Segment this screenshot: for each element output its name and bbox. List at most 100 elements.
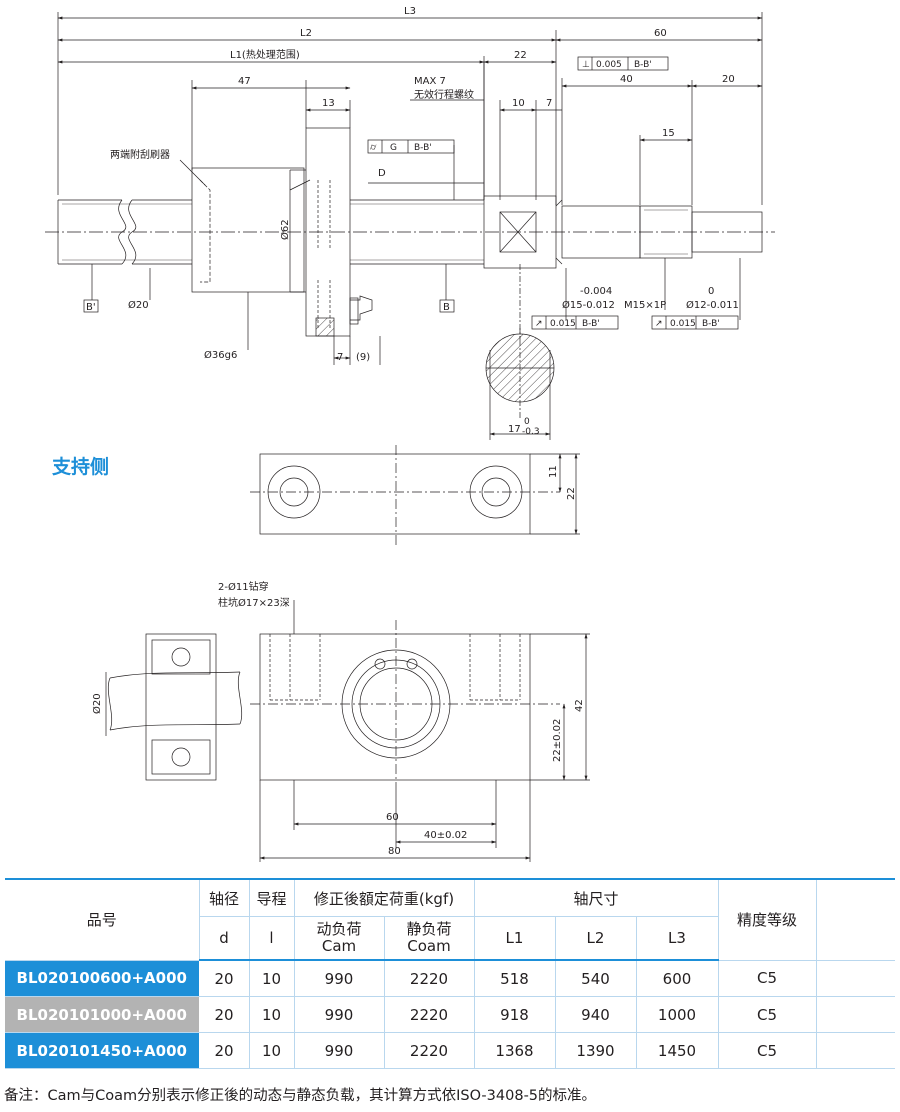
tol-perp-value: 0.005 <box>596 60 622 70</box>
technical-drawing: L3 L2 60 L1(热处理范围) 22 ⊥ 0.005 B-B' 40 20… <box>45 6 775 862</box>
cell-d: 20 <box>199 960 250 997</box>
dim-22-tol: 22±0.02 <box>552 719 563 762</box>
wiper-note: 两端附刮刷器 <box>110 148 170 161</box>
dim-11: 11 <box>548 465 559 478</box>
cell-model: BL020101450+A000 <box>5 1032 200 1069</box>
header-load-group: 修正後額定荷重(kgf) <box>294 878 475 917</box>
cell-model: BL020100600+A000 <box>5 960 200 997</box>
cell-cam: 990 <box>294 996 385 1033</box>
dim-15: 15 <box>662 128 675 139</box>
cell-grade: C5 <box>718 960 817 997</box>
cell-L3: 600 <box>636 960 719 997</box>
dim-47: 47 <box>238 76 251 87</box>
tol-perpendicular-symbol: ⊥ <box>582 60 590 70</box>
dim-60-bottom: 60 <box>386 812 399 823</box>
cell-coam: 2220 <box>384 960 475 997</box>
dim-13: 13 <box>322 98 335 109</box>
cell-cam: 990 <box>294 960 385 997</box>
cell-L3: 1000 <box>636 996 719 1033</box>
runout-symbol-2: ↗ <box>655 319 663 329</box>
dim-phi12: Ø12-0.011 <box>686 299 739 311</box>
hole-note-1: 2-Ø11钻穿 <box>218 580 269 593</box>
dim-phi15: Ø15-0.012 <box>562 299 615 311</box>
cell-L1: 918 <box>474 996 556 1033</box>
dim-10: 10 <box>512 98 525 109</box>
dim-9: (9) <box>356 352 370 363</box>
table-row: BL020101000+A000 20 10 990 2220 918 940 … <box>5 996 895 1033</box>
dim-40: 40 <box>620 74 633 85</box>
header-L3: L3 <box>636 916 719 961</box>
tol-g-ref: B-B' <box>414 143 432 153</box>
dim-l1: L1(热处理范围) <box>230 48 300 61</box>
dim-22-top: 22 <box>566 487 577 500</box>
dim-phi20-shaft: Ø20 <box>128 299 149 311</box>
dim-42: 42 <box>574 699 585 712</box>
header-static-line1: 静负荷 <box>406 920 452 938</box>
key-tol-lower: -0.3 <box>522 427 540 437</box>
dim-l3: L3 <box>404 6 416 17</box>
cell-L3: 1450 <box>636 1032 719 1069</box>
dim-l2: L2 <box>300 28 312 39</box>
dim-tol12-upper: 0 <box>708 286 714 297</box>
hole-note-2: 柱坑Ø17×23深 <box>218 596 290 609</box>
dim-phi20-support: Ø20 <box>91 693 103 714</box>
header-model: 品号 <box>5 878 200 961</box>
dim-40-tol: 40±0.02 <box>424 830 467 841</box>
header-dynamic-line2: Cam <box>321 937 357 955</box>
cell-l: 10 <box>249 1032 295 1069</box>
cell-L2: 540 <box>555 960 637 997</box>
dim-phi62: Ø62 <box>279 219 291 240</box>
cell-l: 10 <box>249 996 295 1033</box>
cell-cam: 990 <box>294 1032 385 1069</box>
cell-L1: 518 <box>474 960 556 997</box>
dim-7-bottom: 7 <box>337 352 343 363</box>
dim-tol15-upper: -0.004 <box>580 286 612 297</box>
runout1-ref: B-B' <box>582 319 600 329</box>
table-row: BL020100600+A000 20 10 990 2220 518 540 … <box>5 960 895 997</box>
header-d: d <box>199 916 250 961</box>
key-width: 17 <box>508 424 521 435</box>
cell-L1: 1368 <box>474 1032 556 1069</box>
cell-L2: 940 <box>555 996 637 1033</box>
dim-60: 60 <box>654 28 667 39</box>
cell-spacer <box>816 1032 895 1069</box>
header-shaft-size: 轴尺寸 <box>474 878 719 917</box>
invalid-thread-label: 无效行程螺纹 <box>414 88 474 101</box>
cell-model: BL020101000+A000 <box>5 996 200 1033</box>
dim-20-top: 20 <box>722 74 735 85</box>
dim-80: 80 <box>388 846 401 857</box>
header-grade: 精度等级 <box>718 878 817 961</box>
runout2-value: 0.015 <box>670 319 696 329</box>
dim-d-mark: D <box>378 168 386 179</box>
dim-phi36: Ø36g6 <box>204 349 237 361</box>
dim-22: 22 <box>514 50 527 61</box>
header-static-line2: Coam <box>407 937 451 955</box>
runout1-value: 0.015 <box>550 319 576 329</box>
cell-coam: 2220 <box>384 1032 475 1069</box>
cell-grade: C5 <box>718 1032 817 1069</box>
dim-max7: MAX 7 <box>414 76 446 87</box>
section-title: 支持侧 <box>52 456 110 478</box>
runout2-ref: B-B' <box>702 319 720 329</box>
cell-d: 20 <box>199 996 250 1033</box>
header-L2: L2 <box>555 916 637 961</box>
footnote: 备注：Cam与Coam分别表示修正後的动态与静态负载，其计算方式依ISO-340… <box>4 1088 597 1104</box>
cell-L2: 1390 <box>555 1032 637 1069</box>
header-spacer <box>816 878 895 961</box>
tol-perp-ref: B-B' <box>634 60 652 70</box>
header-dynamic-line1: 动负荷 <box>316 920 362 938</box>
header-l: l <box>249 916 295 961</box>
dim-m15: M15×1P <box>624 300 666 311</box>
datum-b: B <box>443 302 450 313</box>
runout-symbol-1: ↗ <box>535 319 543 329</box>
cell-l: 10 <box>249 960 295 997</box>
cell-spacer <box>816 996 895 1033</box>
table-row: BL020101450+A000 20 10 990 2220 1368 139… <box>5 1032 895 1069</box>
header-lead: 导程 <box>249 878 295 917</box>
cell-grade: C5 <box>718 996 817 1033</box>
header-shaft-dia: 轴径 <box>199 878 250 917</box>
cell-spacer <box>816 960 895 997</box>
datum-b-prime: B' <box>86 302 96 313</box>
